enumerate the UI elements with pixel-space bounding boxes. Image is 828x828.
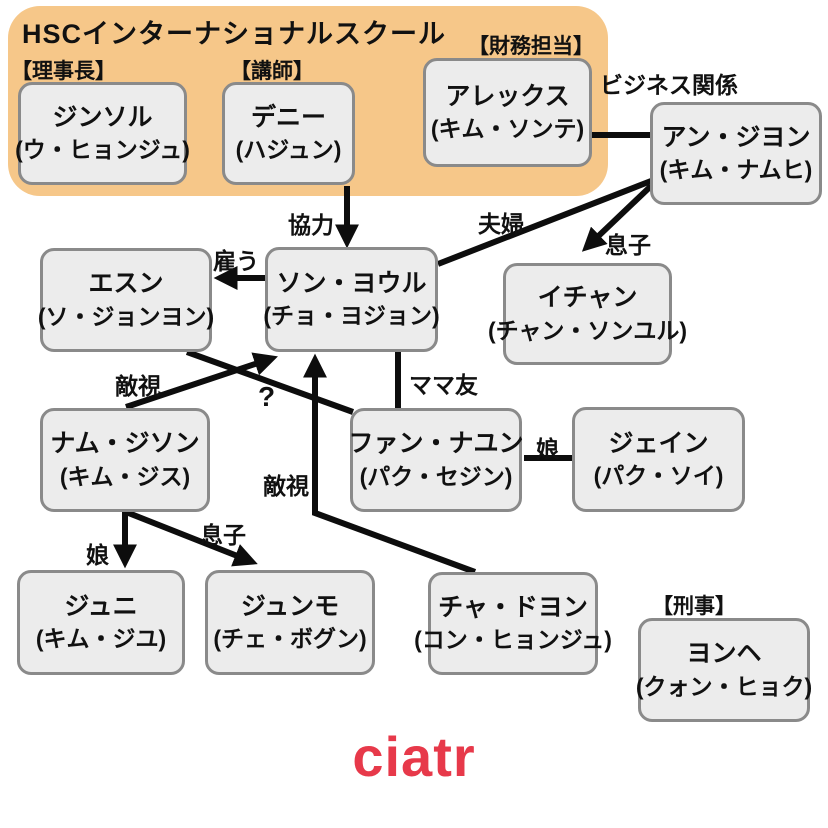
character-box-cha-doyon: チャ・ドヨン (コン・ヒョンジュ) <box>414 572 612 675</box>
relation-label-question: ? <box>258 381 276 412</box>
relation-label-hire: 雇う <box>213 248 259 274</box>
character-box-hwang-nayun: ファン・ナユン (パク・セジン) <box>348 408 524 512</box>
character-box-juni: ジュニ (キム・ジユ) <box>17 570 185 675</box>
character-box-nam-jison: ナム・ジソン (キム・ジス) <box>40 408 210 512</box>
character-actor: (クォン・ヒョク) <box>635 673 813 700</box>
relation-label-business: ビジネス関係 <box>600 72 738 98</box>
character-actor: (チェ・ボグン) <box>213 625 367 652</box>
role-label-lecturer: 【講師】 <box>230 60 314 83</box>
character-actor: (チャン・ソンユル) <box>487 317 688 344</box>
relation-line-hostility-namjison <box>125 352 278 410</box>
character-box-jinsol: ジンソル (ウ・ヒョンジュ) <box>15 82 190 185</box>
relation-line-son-ichan <box>581 183 654 252</box>
character-actor: (コン・ヒョンジュ) <box>414 626 612 653</box>
character-actor: (キム・ジユ) <box>35 625 167 652</box>
character-name: エスン <box>88 269 164 298</box>
character-name: ジュンモ <box>240 592 340 621</box>
character-box-son-youl: ソン・ヨウル (チョ・ヨジョン) <box>263 247 440 352</box>
relation-label-hostility-namjison: 敵視 <box>115 373 161 399</box>
character-actor: (パク・セジン) <box>359 463 513 490</box>
character-actor: (ソ・ジョンヨン) <box>37 303 215 330</box>
character-box-denny: デニー (ハジュン) <box>222 82 355 185</box>
relation-label-mama-tomo: ママ友 <box>409 372 478 398</box>
character-name: ソン・ヨウル <box>276 269 427 298</box>
relation-line-couple <box>436 178 653 267</box>
relation-label-daughter-jein: 娘 <box>536 436 559 462</box>
relation-label-hostility-chadoyon: 敵視 <box>263 473 309 499</box>
character-name: アン・ジヨン <box>661 123 811 152</box>
relation-label-cooperation: 協力 <box>288 212 334 238</box>
character-box-junmo: ジュンモ (チェ・ボグン) <box>205 570 375 675</box>
relation-line-question <box>185 349 355 415</box>
character-box-jein: ジェイン (パク・ソイ) <box>572 407 745 512</box>
ciatr-logo: ciatr <box>352 725 476 788</box>
character-name: イチャン <box>537 283 638 312</box>
role-label-detective: 【刑事】 <box>652 595 736 618</box>
relation-label-daughter-juni: 娘 <box>86 542 109 568</box>
role-label-chairman: 【理事長】 <box>11 60 116 83</box>
character-box-esun: エスン (ソ・ジョンヨン) <box>37 248 215 352</box>
character-actor: (ウ・ヒョンジュ) <box>15 136 190 163</box>
character-name: アレックス <box>445 82 570 111</box>
character-actor: (キム・ソンテ) <box>430 115 585 142</box>
character-name: ファン・ナユン <box>348 429 524 458</box>
character-actor: (ハジュン) <box>235 136 342 163</box>
character-name: ジュニ <box>64 592 138 621</box>
relation-label-son-junmo: 息子 <box>200 522 246 548</box>
role-label-finance: 【財務担当】 <box>468 35 594 58</box>
character-actor: (チョ・ヨジョン) <box>263 302 440 329</box>
character-box-alex: アレックス (キム・ソンテ) <box>423 58 592 167</box>
character-actor: (キム・ジス) <box>59 463 191 490</box>
character-name: ヨンヘ <box>686 639 762 668</box>
relation-label-son-ichan: 息子 <box>605 232 651 258</box>
character-box-yonhe: ヨンヘ (クォン・ヒョク) <box>635 618 813 722</box>
relation-line-son-junmo <box>124 509 258 567</box>
character-name: ジェイン <box>608 429 709 458</box>
character-name: デニー <box>250 103 326 132</box>
character-name: ナム・ジソン <box>50 429 200 458</box>
relation-label-couple: 夫婦 <box>478 211 524 237</box>
character-box-an-jiyon: アン・ジヨン (キム・ナムヒ) <box>650 102 822 205</box>
character-name: ジンソル <box>52 103 153 132</box>
character-actor: (パク・ソイ) <box>593 462 724 489</box>
character-name: チャ・ドヨン <box>438 593 588 622</box>
relation-line-hostility-chadoyon <box>303 353 477 575</box>
diagram-title: HSCインターナショナルスクール <box>22 19 447 49</box>
character-box-ichan: イチャン (チャン・ソンユル) <box>488 263 687 365</box>
character-actor: (キム・ナムヒ) <box>659 156 813 183</box>
